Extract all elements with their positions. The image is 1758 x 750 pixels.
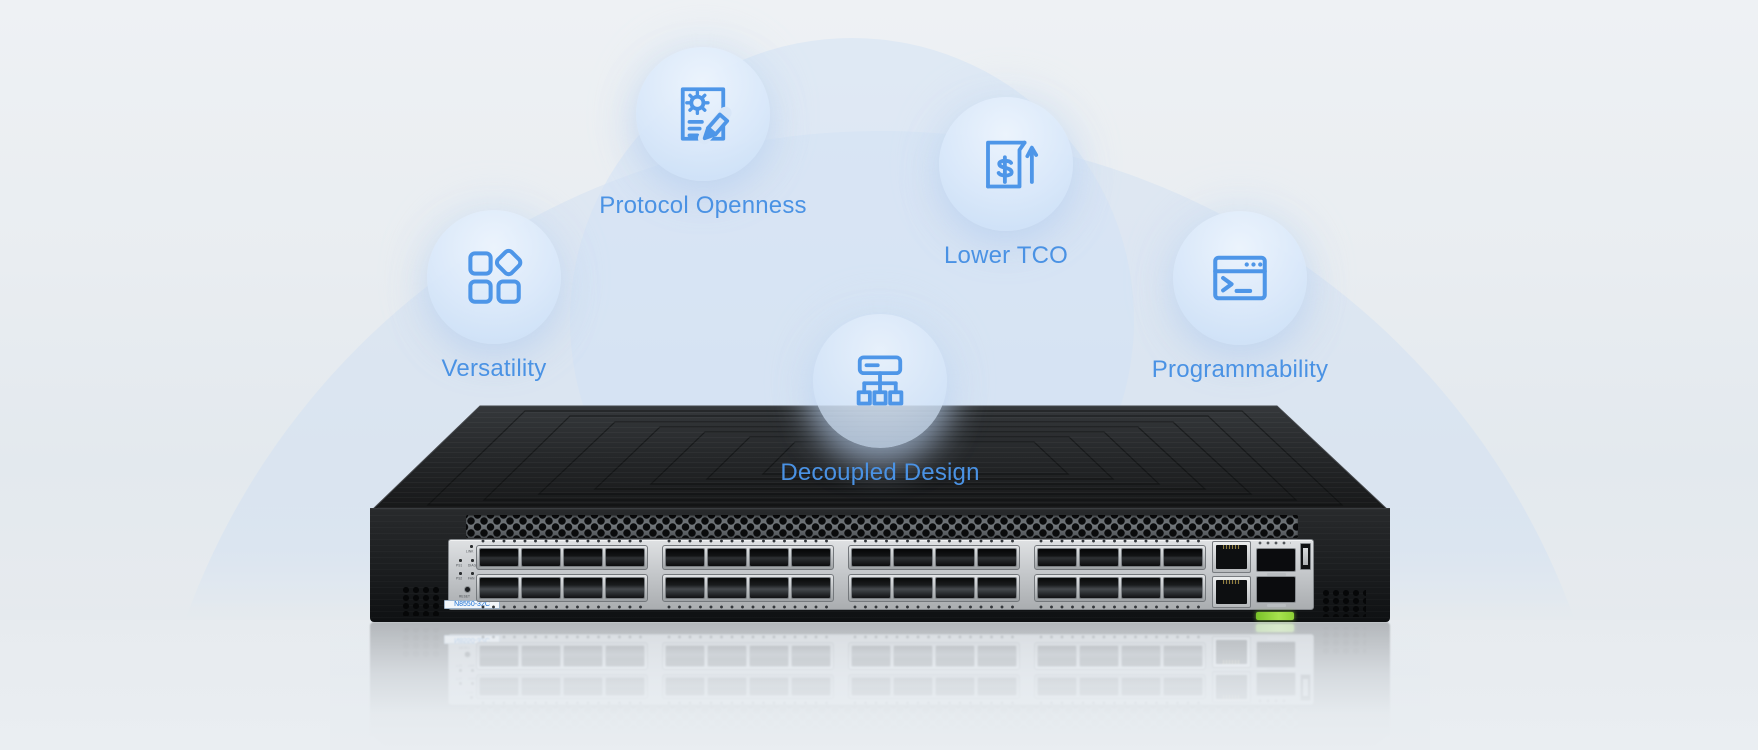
qsfp-port [791, 548, 831, 567]
led-label: FAN [468, 576, 475, 581]
screw-dots [1039, 539, 1201, 543]
sfp-port-bottom [1256, 576, 1296, 607]
qsfp-port [521, 548, 561, 567]
feature-bubble [427, 210, 561, 344]
diag-led [471, 559, 474, 562]
switch-top-cover [370, 405, 1390, 511]
reflection-fade [330, 622, 1430, 750]
qsfp-port [1121, 577, 1161, 599]
screw-dots [667, 539, 829, 543]
qsfp-port [1037, 577, 1077, 599]
qsfp-port [977, 548, 1017, 567]
grid-shapes-icon [468, 248, 523, 304]
feature-label: Protocol Openness [599, 192, 807, 219]
qsfp-port [1079, 577, 1119, 599]
qsfp-port [665, 577, 705, 599]
feature-bubble [813, 314, 947, 448]
feature-label: Lower TCO [943, 242, 1069, 269]
qsfp-port [791, 577, 831, 599]
network-topology-icon [856, 355, 904, 406]
link-led [470, 545, 473, 548]
document-gear-pencil-icon [680, 87, 732, 145]
qsfp-port-group [848, 539, 1020, 570]
side-vent-right [1322, 589, 1366, 617]
qsfp-port-group [662, 574, 834, 609]
qsfp-port [1121, 548, 1161, 567]
qsfp-port-group [848, 574, 1020, 609]
led-label: PS1 [456, 563, 463, 568]
feature-label: Versatility [441, 355, 547, 382]
feature-versatility: Versatility [374, 210, 614, 383]
fan-led [471, 572, 474, 575]
qsfp-port [749, 548, 789, 567]
qsfp-port [935, 548, 975, 567]
qsfp-port [479, 548, 519, 567]
led-label: PS2 [456, 576, 463, 581]
terminal-window-icon [1213, 255, 1267, 301]
qsfp-port [1163, 548, 1203, 567]
side-vent-left [402, 586, 442, 616]
qsfp-port [707, 577, 747, 599]
qsfp-port [935, 577, 975, 599]
vent-grille [466, 515, 1298, 538]
qsfp-port-group [476, 539, 648, 570]
qsfp-port [665, 548, 705, 567]
qsfp-port-group [1034, 539, 1206, 570]
ps1-led [459, 559, 462, 562]
qsfp-port [977, 577, 1017, 599]
rj45-port-bottom [1212, 576, 1251, 608]
qsfp-port [563, 577, 603, 599]
qsfp-port-group [476, 574, 648, 609]
chassis-front: LINK PS1 DIAG PS2 FAN RESET N8550-32C [370, 508, 1390, 622]
feature-bubble [1173, 211, 1307, 345]
feature-label: Decoupled Design [780, 459, 980, 486]
screw-dots [853, 605, 1015, 609]
front-panel: LINK PS1 DIAG PS2 FAN RESET N8550-32C [444, 539, 1314, 610]
rj45-port-top [1212, 541, 1251, 573]
qsfp-port [851, 577, 891, 599]
management-led-dots [1258, 541, 1291, 545]
qsfp-port [1079, 548, 1119, 567]
status-led-panel: LINK PS1 DIAG PS2 FAN RESET [453, 543, 480, 607]
qsfp-port-group [1034, 574, 1206, 609]
feature-bubble [636, 47, 770, 181]
qsfp-port [479, 577, 519, 599]
screw-dots [481, 605, 643, 609]
qsfp-port [521, 577, 561, 599]
led-label: LINK [466, 549, 474, 554]
ps2-led [459, 572, 462, 575]
screw-dots [481, 539, 643, 543]
screw-dots [1039, 605, 1201, 609]
qsfp-port [605, 548, 645, 567]
model-label: N8550-32C [444, 600, 500, 609]
led-label: DIAG [468, 563, 477, 568]
qsfp-port [851, 548, 891, 567]
qsfp-port [893, 577, 933, 599]
feature-label: Programmability [1151, 356, 1329, 383]
usb-port [1300, 543, 1311, 570]
sfp-port-top [1256, 548, 1296, 576]
qsfp-port-group [662, 539, 834, 570]
screw-dots [667, 605, 829, 609]
feature-lower-tco: Lower TCO [886, 97, 1126, 270]
qsfp-port [707, 548, 747, 567]
reset-label: RESET [459, 594, 471, 599]
reset-button[interactable] [465, 587, 470, 592]
qsfp-port [563, 548, 603, 567]
qsfp-port [1037, 548, 1077, 567]
feature-programmability: Programmability [1120, 211, 1360, 384]
qsfp-port [893, 548, 933, 567]
switch-inner: LINK PS1 DIAG PS2 FAN RESET N8550-32C [370, 402, 1390, 622]
feature-decoupled-design: Decoupled Design [760, 314, 1000, 487]
qsfp-port [605, 577, 645, 599]
feature-bubble [939, 97, 1073, 231]
invoice-dollar-arrow-icon [986, 140, 1039, 189]
feature-protocol-openness: Protocol Openness [583, 47, 823, 220]
latch-green-tab [1256, 612, 1294, 620]
qsfp-port [749, 577, 789, 599]
screw-dots [853, 539, 1015, 543]
network-switch: LINK PS1 DIAG PS2 FAN RESET N8550-32C [370, 402, 1390, 622]
qsfp-port [1163, 577, 1203, 599]
